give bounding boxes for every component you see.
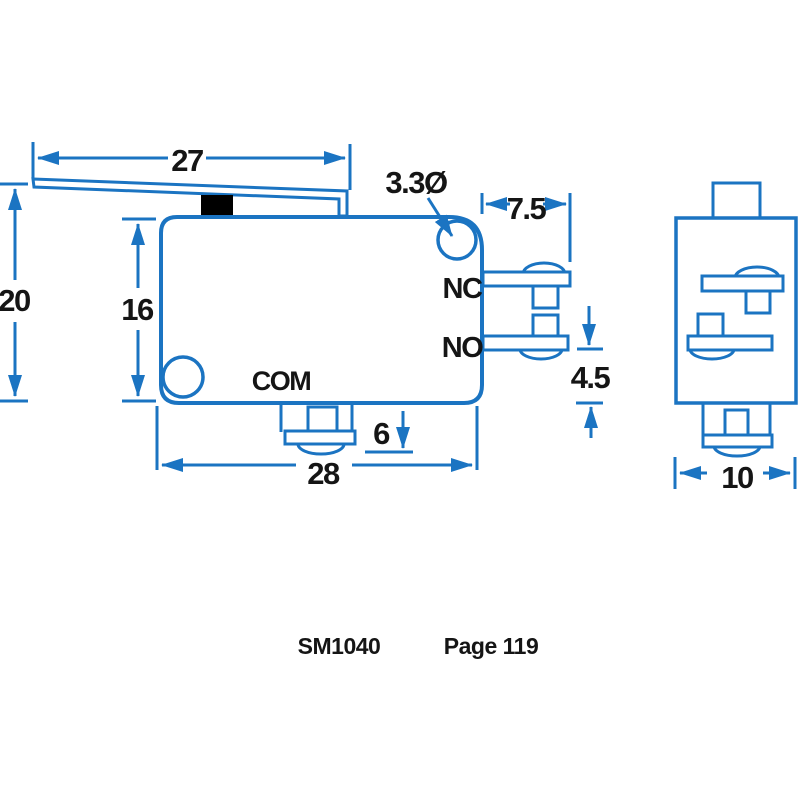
nc-terminal-blade	[481, 270, 572, 288]
dim-body-width: 28	[155, 406, 479, 491]
dim-terminal-spacing: 4.5	[571, 306, 612, 438]
mounting-hole-bottom	[161, 355, 205, 399]
product-code-label: SM1040	[298, 633, 381, 659]
com-label: COM	[252, 366, 311, 396]
no-terminal-blade	[481, 334, 570, 352]
side-body	[674, 216, 798, 405]
side-nc-terminal	[700, 265, 785, 315]
dim-terminal-length: 7.5	[480, 191, 572, 262]
no-terminal-tab	[531, 313, 560, 339]
front-view: NC NO COM	[31, 177, 572, 456]
dim-27-label: 27	[171, 143, 203, 178]
com-terminal	[279, 403, 357, 456]
dim-16-label: 16	[121, 292, 154, 327]
side-nc-blade	[700, 274, 785, 293]
side-nc-tab	[744, 289, 772, 315]
side-plunger	[711, 181, 762, 221]
nc-terminal	[481, 261, 572, 310]
front-view-dimensions: 27 20 16 3.3Ø 7.5	[0, 142, 612, 491]
dim-20-label: 20	[0, 283, 30, 318]
side-com-terminal	[701, 403, 774, 458]
side-no-blade	[686, 334, 774, 352]
dim-hole-diameter: 3.3Ø	[385, 165, 454, 237]
dim-3-3-leader	[426, 197, 454, 237]
no-terminal	[481, 313, 570, 361]
pivot-block	[201, 195, 233, 217]
dim-7-5-label: 7.5	[507, 191, 547, 226]
nc-terminal-tab	[531, 284, 560, 310]
dim-28-label: 28	[307, 456, 340, 491]
dim-body-depth: 10	[673, 457, 797, 495]
page-reference-label: Page 119	[444, 633, 538, 659]
no-label: NO	[442, 332, 483, 364]
dim-10-label: 10	[721, 460, 753, 495]
side-com-flange	[701, 433, 774, 449]
dim-lever-length: 27	[31, 142, 352, 190]
side-no-tab	[696, 312, 725, 339]
dim-4-5-label: 4.5	[571, 360, 611, 395]
nc-label: NC	[443, 273, 483, 305]
dim-6-label: 6	[373, 416, 390, 451]
side-view: 10	[673, 181, 798, 495]
side-no-terminal	[686, 312, 774, 361]
switch-body	[159, 215, 484, 405]
dim-3-3-label: 3.3Ø	[385, 165, 447, 200]
dim-overall-height: 20	[0, 182, 31, 403]
dim-com-protrusion: 6	[365, 411, 413, 454]
side-com-tab	[723, 408, 750, 438]
com-terminal-flange	[283, 429, 357, 446]
com-terminal-tab	[306, 405, 339, 435]
dim-body-height: 16	[121, 217, 156, 403]
mounting-hole-top	[436, 219, 478, 261]
footer: SM1040 Page 119	[298, 633, 539, 659]
lever-arm	[31, 177, 349, 218]
